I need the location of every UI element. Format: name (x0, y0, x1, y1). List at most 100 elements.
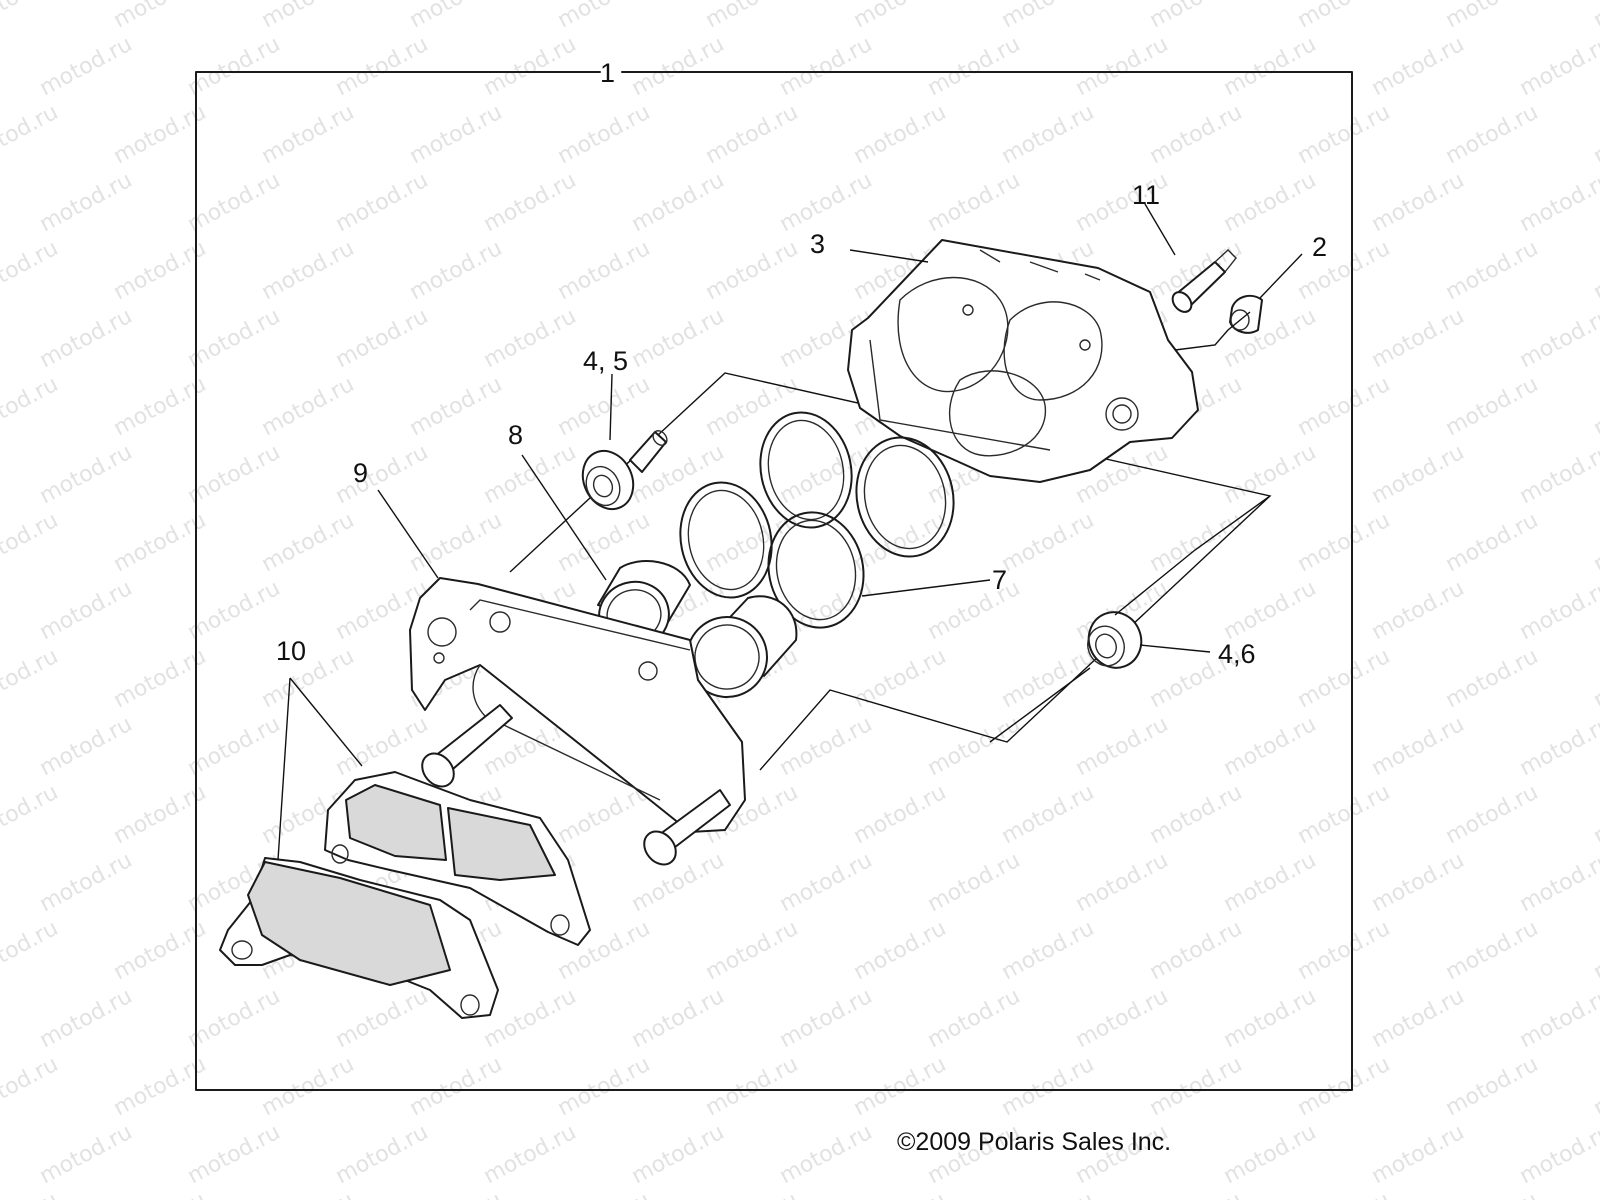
watermark-text: motod.ru (332, 32, 433, 101)
watermark-text: motod.ru (1220, 440, 1321, 509)
watermark-text: motod.ru (1516, 168, 1600, 237)
watermark-text: motod.ru (258, 644, 359, 713)
bleeder-valve (1171, 249, 1237, 313)
watermark-text: motod.ru (406, 508, 507, 577)
watermark-text: motod.ru (258, 372, 359, 441)
watermark-text: motod.ru (1368, 440, 1469, 509)
watermark-text: motod.ru (554, 100, 655, 169)
watermark-text: motod.ru (110, 1188, 211, 1200)
assembly-frame (195, 71, 1353, 1091)
watermark-text: motod.ru (776, 440, 877, 509)
watermark-text: motod.ru (1590, 1052, 1600, 1121)
watermark-text: motod.ru (998, 508, 1099, 577)
watermark-text: motod.ru (1442, 1188, 1543, 1200)
watermark-text: motod.ru (1220, 848, 1321, 917)
pistons (597, 560, 798, 698)
watermark-text: motod.ru (1146, 916, 1247, 985)
watermark-text: motod.ru (184, 32, 285, 101)
watermark-text: motod.ru (1220, 712, 1321, 781)
watermark-text: motod.ru (628, 848, 729, 917)
watermark-text: motod.ru (406, 1052, 507, 1121)
watermark-text: motod.ru (1442, 100, 1543, 169)
watermark-text: motod.ru (0, 780, 62, 849)
caliper-body (847, 239, 1199, 483)
watermark-text: motod.ru (1220, 32, 1321, 101)
copyright-notice: ©2009 Polaris Sales Inc. (897, 1128, 1171, 1157)
callout-4-5: 4, 5 (583, 346, 628, 376)
watermark-text: motod.ru (850, 780, 951, 849)
watermark-text: motod.ru (36, 848, 137, 917)
watermark-text: motod.ru (1072, 712, 1173, 781)
watermark-text: motod.ru (1368, 168, 1469, 237)
callout-8: 8 (508, 420, 523, 450)
watermark-text: motod.ru (776, 32, 877, 101)
callout-labels: 1 2 3 4, 5 4,6 7 8 9 10 11 (276, 58, 1327, 669)
watermark-text: motod.ru (702, 508, 803, 577)
watermark-text: motod.ru (1368, 1120, 1469, 1189)
callout-10: 10 (276, 636, 306, 666)
watermark-text: motod.ru (1146, 1052, 1247, 1121)
watermark-text: motod.ru (184, 1120, 285, 1189)
watermark-text: motod.ru (1368, 848, 1469, 917)
piston-seals (679, 411, 955, 629)
watermark-text: motod.ru (1368, 712, 1469, 781)
watermark-text: motod.ru (924, 984, 1025, 1053)
watermark-text: motod.ru (702, 372, 803, 441)
watermark-text: motod.ru (1590, 644, 1600, 713)
watermark-text: motod.ru (480, 168, 581, 237)
bleeder-cap (1229, 294, 1263, 334)
watermark-text: motod.ru (628, 168, 729, 237)
watermark-text: motod.ru (998, 780, 1099, 849)
watermark-text: motod.ru (998, 0, 1099, 33)
watermark-text: motod.ru (1220, 984, 1321, 1053)
watermark-text: motod.ru (1220, 576, 1321, 645)
watermark-text: motod.ru (1590, 916, 1600, 985)
watermark-text: motod.ru (776, 712, 877, 781)
watermark-text: motod.ru (258, 1052, 359, 1121)
watermark-text: motod.ru (1294, 1188, 1395, 1200)
watermark-text: motod.ru (36, 1120, 137, 1189)
watermark-text: motod.ru (1146, 0, 1247, 33)
watermark-text: motod.ru (1294, 916, 1395, 985)
watermark-text: motod.ru (1072, 984, 1173, 1053)
watermark-text: motod.ru (1442, 0, 1543, 33)
watermark-text: motod.ru (702, 100, 803, 169)
watermark-text: motod.ru (1442, 780, 1543, 849)
watermark-text: motod.ru (1590, 100, 1600, 169)
watermark-text: motod.ru (36, 304, 137, 373)
watermark-text: motod.ru (1294, 236, 1395, 305)
watermark-text: motod.ru (332, 440, 433, 509)
watermark-text: motod.ru (480, 440, 581, 509)
callout-3: 3 (810, 229, 825, 259)
watermark-text: motod.ru (850, 0, 951, 33)
watermark-text: motod.ru (924, 848, 1025, 917)
callout-11: 11 (1132, 180, 1160, 210)
watermark-text: motod.ru (480, 32, 581, 101)
watermark-text: motod.ru (850, 644, 951, 713)
watermark-text: motod.ru (0, 916, 62, 985)
slide-pin-and-boot-upper (581, 430, 668, 511)
slide-pin-boot-lower (1087, 611, 1143, 669)
watermark-text: motod.ru (702, 1188, 803, 1200)
watermark-text: motod.ru (0, 508, 62, 577)
watermark-text: motod.ru (1442, 508, 1543, 577)
watermark-text: motod.ru (628, 32, 729, 101)
watermark-text: motod.ru (628, 1120, 729, 1189)
callout-9: 9 (353, 458, 368, 488)
watermark-text: motod.ru (924, 32, 1025, 101)
watermark-text: motod.ru (1590, 236, 1600, 305)
watermark-text: motod.ru (850, 1188, 951, 1200)
assembly-envelope (509, 372, 1272, 771)
watermark-text: motod.ru (1072, 32, 1173, 101)
watermark-text: motod.ru (998, 1188, 1099, 1200)
watermark-text: motod.ru (1590, 508, 1600, 577)
watermark-text: motod.ru (702, 0, 803, 33)
watermark-text: motod.ru (258, 100, 359, 169)
watermark-text: motod.ru (776, 848, 877, 917)
watermark-text: motod.ru (36, 168, 137, 237)
watermark-text: motod.ru (1442, 644, 1543, 713)
watermark-text: motod.ru (1368, 32, 1469, 101)
copyright-text: 2009 Polaris Sales Inc. (915, 1128, 1172, 1156)
watermark-text: motod.ru (36, 32, 137, 101)
